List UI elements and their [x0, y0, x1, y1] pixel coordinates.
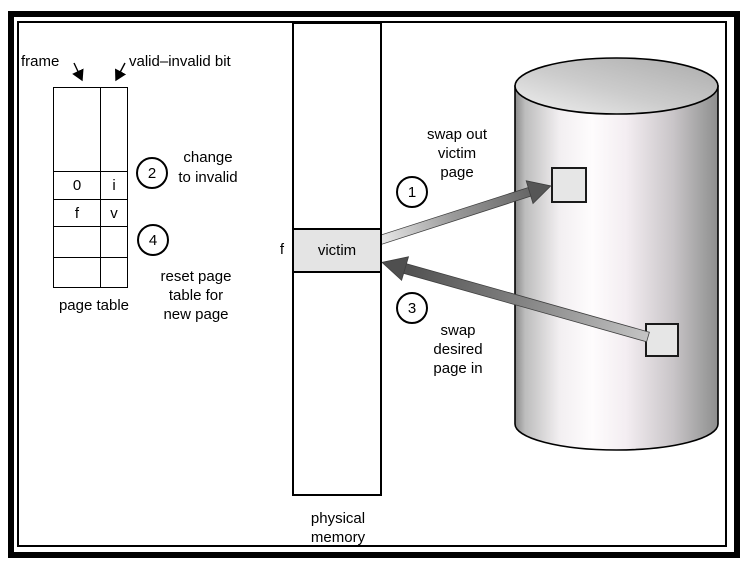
page-table-row [53, 226, 129, 258]
step-3-circle: 3 [396, 292, 428, 324]
step-4-number: 4 [148, 231, 158, 249]
valid-bit-cell [100, 226, 128, 258]
valid-bit-cell: i [100, 171, 128, 200]
valid-invalid-bit-label: valid–invalid bit [129, 53, 231, 70]
step-3-number: 3 [407, 299, 417, 317]
valid-bit-cell: v [100, 199, 128, 227]
frame-cell: 0 [53, 171, 101, 200]
step-1-circle: 1 [396, 176, 428, 208]
victim-frame-cell: victim [294, 228, 380, 273]
frame-pointer-arrow [72, 62, 84, 82]
page-table-row [53, 87, 129, 172]
frame-cell [53, 87, 101, 172]
step-2-circle: 2 [136, 157, 168, 189]
victim-label: victim [317, 242, 357, 259]
disk-cylinder [514, 57, 719, 451]
page-table-row: 0 i [53, 171, 129, 200]
figure-outer-border [8, 11, 740, 558]
disk-page-frame-out [551, 167, 587, 203]
step-2-text: change to invalid [178, 149, 238, 186]
step-4-circle: 4 [137, 224, 169, 256]
page-table: 0 i f v [53, 87, 129, 288]
frame-f-label: f [279, 241, 284, 258]
frame-cell [53, 257, 101, 288]
valid-bit-cell [100, 257, 128, 288]
valid-invalid-pointer-arrow [115, 62, 127, 82]
valid-bit-cell [100, 87, 128, 172]
frame-cell: f [53, 199, 101, 227]
page-table-caption: page table [58, 297, 130, 314]
page-table-row [53, 257, 129, 288]
disk-page-frame-in [645, 323, 679, 357]
frame-label: frame [21, 53, 60, 70]
step-4-text: reset page table for new page [160, 268, 232, 323]
step-3-text: swap desired page in [433, 322, 483, 377]
page-table-row: f v [53, 199, 129, 227]
step-1-text: swap out victim page [426, 126, 488, 181]
step-1-number: 1 [407, 183, 417, 201]
swap-in-arrow [381, 256, 650, 343]
physical-memory: victim [292, 22, 382, 496]
physical-memory-caption: physical memory [310, 510, 366, 546]
step-2-number: 2 [147, 164, 157, 182]
frame-cell [53, 226, 101, 258]
